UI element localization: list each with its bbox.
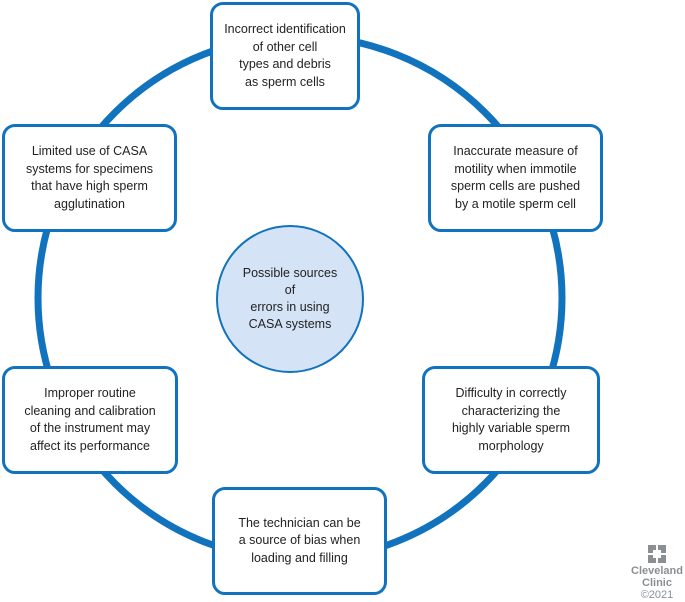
error-source-box-3: Difficulty in correctly characterizing t… <box>422 366 600 474</box>
error-source-box-4: The technician can be a source of bias w… <box>212 487 387 595</box>
logo-line-2: Clinic <box>642 577 672 589</box>
logo-line-1: Cleveland <box>631 565 683 577</box>
error-source-box-5: Improper routine cleaning and calibratio… <box>2 366 178 474</box>
cleveland-clinic-logo: Cleveland Clinic ©2021 <box>630 545 684 602</box>
error-source-box-2: Inaccurate measure of motility when immo… <box>428 124 603 232</box>
cleveland-clinic-logo-icon <box>648 545 666 563</box>
error-source-box-1: Incorrect identification of other cell t… <box>210 2 360 110</box>
center-circle: Possible sources of errors in using CASA… <box>216 225 364 373</box>
logo-year: ©2021 <box>640 589 674 601</box>
error-source-box-6: Limited use of CASA systems for specimen… <box>2 124 177 232</box>
